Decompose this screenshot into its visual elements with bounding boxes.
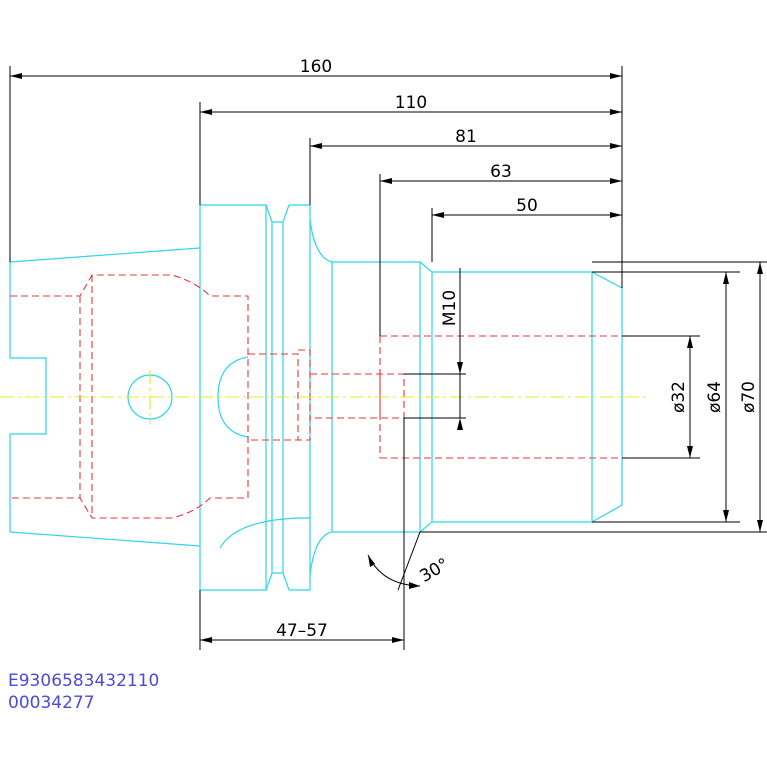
dimension-lines — [9, 66, 767, 650]
part-number: E9306583432110 — [8, 671, 159, 691]
dim-d70: ø70 — [739, 381, 759, 413]
dim-160: 160 — [300, 57, 332, 77]
dim-63: 63 — [490, 162, 512, 182]
serial-number: 00034277 — [8, 693, 95, 713]
dimension-labels: 160 110 81 63 50 47–57 M10 ø32 ø64 ø70 3… — [276, 57, 759, 641]
dim-47-57: 47–57 — [276, 621, 328, 641]
dim-d64: ø64 — [705, 381, 725, 413]
centerlines — [0, 370, 650, 424]
dim-110: 110 — [395, 93, 427, 113]
dim-50: 50 — [516, 196, 538, 216]
dim-m10: M10 — [440, 290, 460, 326]
dim-81: 81 — [455, 127, 477, 147]
dim-angle-30: 30° — [416, 554, 452, 586]
dim-d32: ø32 — [669, 381, 689, 413]
